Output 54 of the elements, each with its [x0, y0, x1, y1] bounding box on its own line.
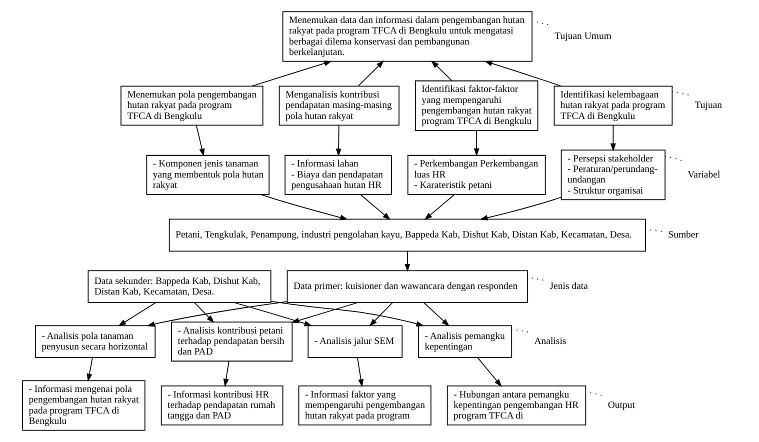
node-box: - Informasi mengenai pola pengembangan hutan rakyat pada program TFCA di Bengkulu	[22, 380, 146, 431]
node-text: Tujuan	[694, 100, 722, 112]
arrow	[86, 357, 93, 382]
node-box: - Analisis pola tanaman penyusun secara horizontal	[34, 325, 156, 358]
node-text: Tujuan Umum	[554, 31, 612, 42]
node-box: Data sekunder: Bappeda Kab, Dishut Kab, Distan Kab, Kecamatan, Desa.	[88, 270, 272, 304]
node-text: Analisis	[534, 336, 566, 348]
node-text: Output	[608, 400, 635, 411]
arrow	[423, 302, 450, 326]
arrow	[223, 360, 230, 387]
node-box: Petani, Tengkulak, Penampung, industri pengolahan kayu, Bappeda Kab, Dishut Kab, Distan Kab, Kecamatan, Desa.	[168, 218, 646, 252]
node-box: Menganalisis kontribusi pendapatan masing-masing pola hutan rakyat	[278, 86, 400, 126]
arrow	[270, 300, 424, 326]
node-box: - Informasi lahan - Biaya dan pendapatan pengusahaan hutan HR	[284, 154, 392, 195]
node-box: - Komponen jenis tanaman yang membentuk pola hutan rakyat	[146, 154, 270, 195]
arrow	[234, 302, 312, 326]
connector	[664, 156, 682, 161]
arrow	[194, 302, 214, 323]
arrow	[360, 194, 391, 220]
arrow	[404, 250, 410, 272]
node-box: - Perkembangan Perkembangan luas HR - Karateristik petani	[407, 154, 546, 195]
arrow	[291, 302, 358, 324]
node-box: - Analisis jalur SEM	[308, 325, 403, 358]
arrow	[336, 124, 342, 157]
arrow	[251, 60, 332, 87]
node-box: Menemukan pola pengembangan hutan rakyat pada program TFCA di Bengkulu	[120, 86, 264, 126]
node-text: Jenis data	[550, 281, 588, 292]
arrow	[484, 60, 562, 87]
node-box: - Hubungan antara pemangku kepentingan pengembangan HR program TFCA di	[446, 386, 586, 426]
arrow	[196, 124, 205, 157]
arrow	[480, 196, 562, 220]
node-box: - Informasi kontribusi HR terhadap pendapatan rumah tangga dan PAD	[160, 386, 284, 426]
node-text: Sumber	[668, 230, 699, 241]
arrow	[477, 357, 502, 387]
node-box: Data primer: kuisioner dan wawancara dengan responden	[286, 270, 528, 304]
node-box: Menemukan data dan informasi dalam pengembangan hutan rakyat pada program TFCA di Bengkulu untuk mengatasi berbagai dilema konservasi dan pembangunan berkelanjutan.	[282, 11, 532, 62]
arrow	[358, 60, 384, 86]
arrow	[431, 60, 452, 82]
arrow	[146, 301, 288, 327]
connector	[672, 91, 689, 96]
node-box: - Analisis pemangku kepentingan	[418, 325, 512, 358]
node-box: - Informasi faktor yang mempengaruhi pengembangan hutan rakyat pada program	[298, 386, 432, 426]
node-box: Identifikasi faktor-faktor yang mempengaruhi pengembangan hutan rakyat program TFCA di Bengkulu	[414, 80, 538, 131]
arrow	[424, 194, 455, 220]
arrow	[118, 302, 156, 326]
arrow	[474, 130, 480, 156]
arrow	[369, 302, 394, 326]
arrow	[260, 194, 348, 220]
node-box: Identifikasi kelembagaan hutan rakyat pada program TFCA di Bengkulu	[554, 86, 673, 126]
arrow	[610, 124, 616, 152]
arrow	[357, 357, 364, 388]
node-text: Variabel	[688, 169, 720, 180]
node-box: - Analisis kontribusi petani terhadap pendapatan bersih dan PAD	[171, 322, 293, 362]
node-box: - Persepsi stakeholder - Peraturan/perundang-undangan - Struktur organisai	[560, 150, 666, 200]
